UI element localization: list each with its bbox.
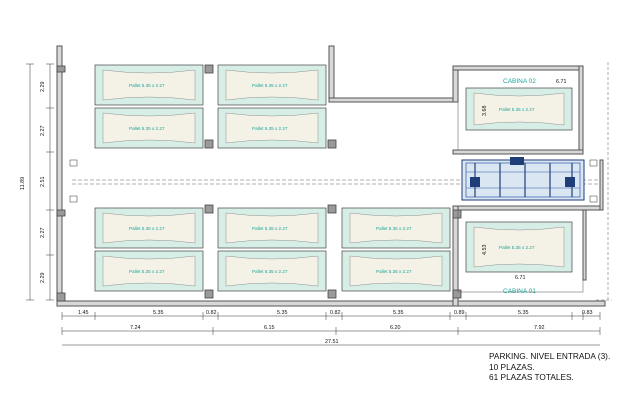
pallet-outline [225,255,319,287]
dim-bottom-total: 27.51 [325,339,339,345]
cabina-01-width-dim: 6.71 [515,275,526,281]
pallet-label: Pallet 5.35 x 2.27 [129,126,165,131]
dim-left-4: 2.27 [40,228,46,239]
pallet-outline [225,69,319,101]
dim-left-2: 2.27 [40,126,46,137]
pallet-label: Pallet 5.35 x 2.27 [252,269,288,274]
pallet-outline [225,212,319,244]
dim-left-1: 2.29 [40,82,46,93]
dim-left-total: 11.89 [20,177,26,190]
pallet-label: Pallet 5.35 x 2.27 [499,107,535,112]
pallet-label: Pallet 5.35 x 2.27 [252,83,288,88]
dim-bottom-row1: 5.35 [518,310,529,316]
cabina-01-label: CABINA 01 [503,288,536,295]
dim-bottom-row1: 0.82 [206,310,217,316]
pallet-outline [102,212,196,244]
pallet-label: Pallet 5.35 x 2.27 [499,245,535,250]
pallet-outline [349,255,443,287]
pallet-label: Pallet 5.35 x 2.27 [252,226,288,231]
dim-left-3: 2.51 [40,177,46,188]
pallet-label: Pallet 5.35 x 2.27 [129,226,165,231]
shuttle-carriage [461,157,585,201]
pallet-outline [473,226,565,268]
pallet-label: Pallet 5.35 x 2.27 [376,226,412,231]
left-dimensions: 2.29 2.27 2.51 2.27 2.29 11.89 [20,63,54,301]
pallet-label: Pallet 5.35 x 2.27 [376,269,412,274]
dim-bottom-row1: 1.45 [78,310,89,316]
dim-bottom-row1: 5.35 [393,310,404,316]
dim-bottom-row2: 6.15 [264,325,275,331]
pallet-label: Pallet 5.35 x 2.27 [129,83,165,88]
pallet-outline [225,112,319,144]
cabina-02-width-dim: 6.71 [556,79,567,85]
pallet-outline [102,255,196,287]
cabina-01: CABINA 01 6.71 4.53 [457,209,584,295]
note-line-2: 10 PLAZAS. [489,361,535,372]
pallet-outline [102,112,196,144]
dim-bottom-row2: 7.92 [534,325,545,331]
pallet-outline [102,69,196,101]
dim-bottom-row1: 5.35 [153,310,164,316]
pallet-label: Pallet 5.35 x 2.27 [252,126,288,131]
plan-notes: PARKING. NIVEL ENTRADA (3). 10 PLAZAS. 6… [489,351,610,383]
dim-left-5: 2.29 [40,273,46,284]
cabina-02-label: CABINA 02 [503,78,536,85]
dim-bottom-row1: 0.82 [330,310,341,316]
dim-bottom-row2: 6.20 [390,325,401,331]
note-line-1: PARKING. NIVEL ENTRADA (3). [489,351,611,361]
cabina-02-height-dim: 3.68 [482,106,488,117]
dim-bottom-row1: 0.89 [454,310,465,316]
dim-bottom-row1: 0.83 [582,310,593,316]
pallet-outline [473,92,565,126]
pallet-outline [349,212,443,244]
central-aisle [69,159,600,203]
dim-bottom-row1: 5.35 [277,310,288,316]
building-walls [56,45,612,307]
bottom-dimensions: 27.51 1.45 5.35 0.82 5.35 0.82 5.35 0.89 5.35 0.… [61,310,601,346]
pallet-label: Pallet 5.35 x 2.27 [129,269,165,274]
cabina-02: CABINA 02 6.71 3.68 [457,69,580,151]
cabina-01-height-dim: 4.53 [482,245,488,256]
dim-bottom-row2: 7.24 [130,325,141,331]
note-line-3: 61 PLAZAS TOTALES. [489,372,574,383]
